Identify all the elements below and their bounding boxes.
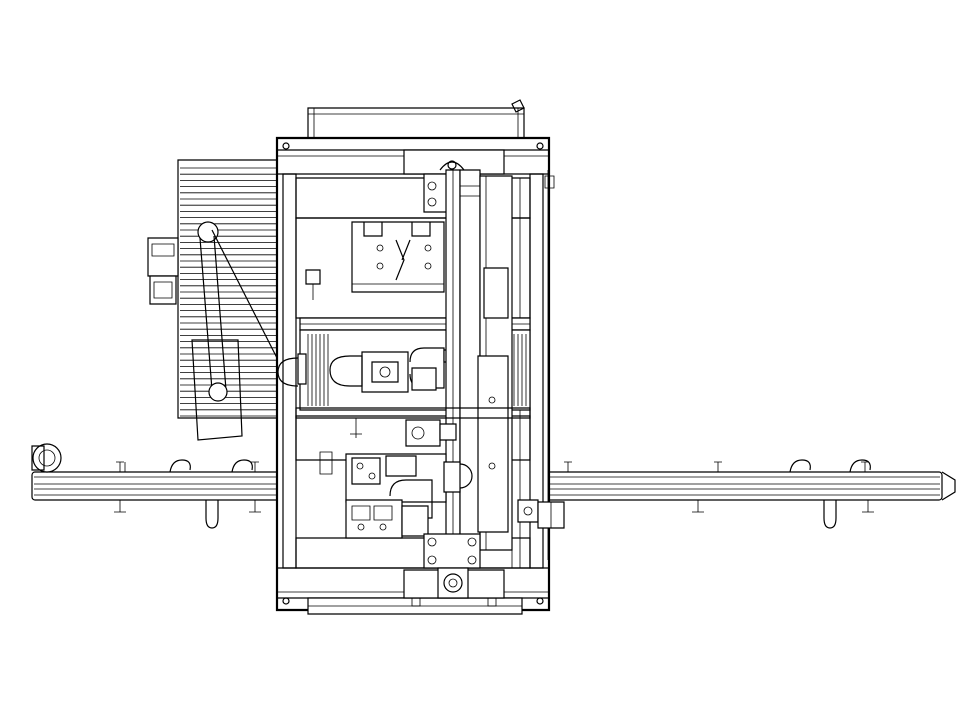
tape-roll-holder [178, 160, 280, 440]
roller-slats-left [308, 334, 328, 406]
guide-support-row-bottom [114, 500, 874, 528]
drive-motor [148, 238, 178, 304]
tape-head-upper [278, 222, 530, 410]
guide-support-row-top [116, 460, 870, 472]
side-motor [518, 500, 564, 528]
gearbox [404, 534, 504, 606]
tape-head-lower [346, 454, 472, 538]
middle-section [296, 408, 530, 474]
center-column [446, 170, 512, 550]
